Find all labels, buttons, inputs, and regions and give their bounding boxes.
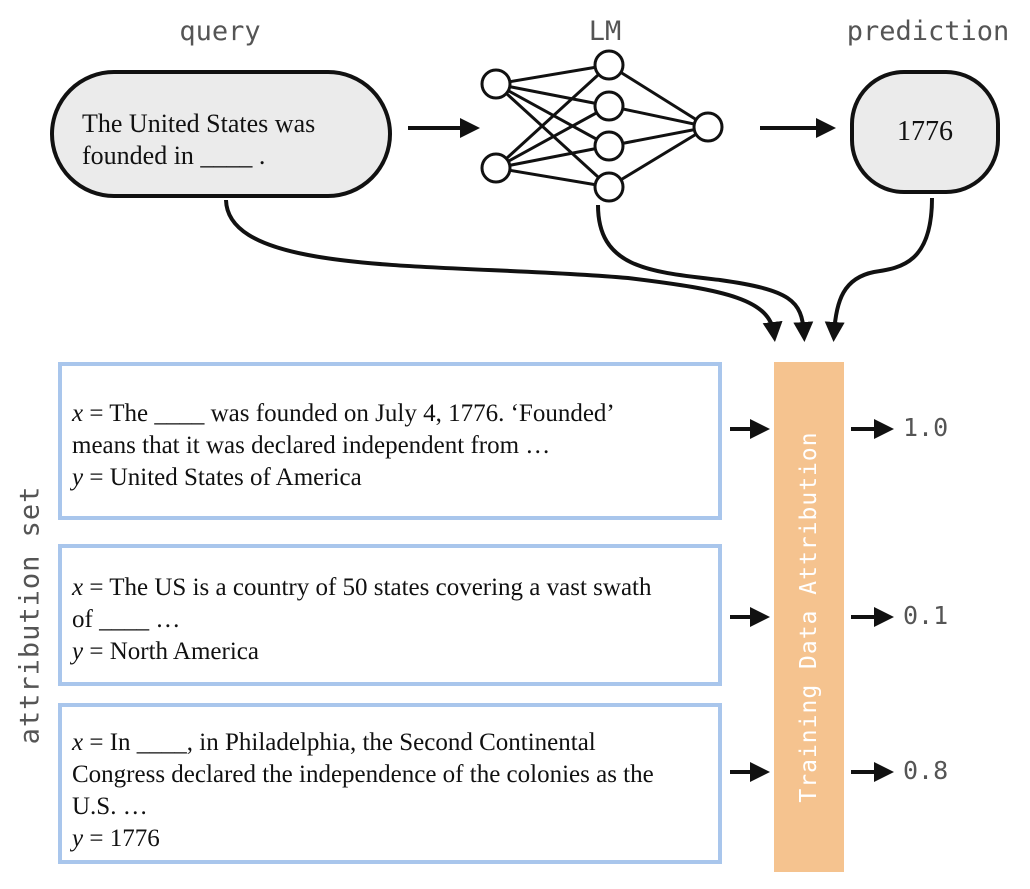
tda-label: Training Data Attribution: [796, 431, 822, 803]
lm-to-tda-arrow: [596, 204, 814, 342]
example-box-3: x = In ____, in Philadelphia, the Second…: [58, 703, 722, 864]
tda-bar: [774, 362, 844, 872]
score-1: 1.0: [903, 413, 949, 442]
example-3-y: y = 1776: [72, 825, 160, 852]
example-1-y: y = United States of America: [72, 464, 362, 491]
prediction-value: 1776: [897, 116, 953, 147]
example-2-x-line-2: of ____ …: [72, 606, 181, 633]
example-box-2: x = The US is a country of 50 states cov…: [58, 544, 722, 686]
prediction-label: prediction: [846, 16, 1010, 47]
example-box-1: x = The ____ was founded on July 4, 1776…: [58, 362, 722, 520]
query-label: query: [179, 16, 261, 47]
query-to-tda-arrow: [224, 199, 783, 342]
score-3: 0.8: [903, 756, 949, 785]
query-line-1: The United States was: [82, 109, 316, 138]
attribution-set-label: attribution set: [14, 485, 46, 745]
example-3-x-line-2: Congress declared the independence of th…: [72, 761, 654, 788]
example-1-x-line-1: x = The ____ was founded on July 4, 1776…: [72, 400, 615, 427]
lm-label: LM: [588, 16, 622, 47]
example-2-x-line-1: x = The US is a country of 50 states cov…: [72, 574, 652, 601]
query-line-2: founded in ____ .: [82, 141, 266, 170]
prediction-bubble: 1776: [850, 70, 1000, 194]
example-3-x-line-3: U.S. …: [72, 793, 148, 820]
example-3-x-line-1: x = In ____, in Philadelphia, the Second…: [72, 729, 596, 756]
query-bubble: The United States was founded in ____ .: [50, 70, 392, 198]
prediction-to-tda-arrow: [824, 197, 934, 342]
neural-network-icon: [480, 49, 724, 203]
example-1-x-line-2: means that it was declared independent f…: [72, 432, 551, 459]
score-2: 0.1: [903, 601, 949, 630]
example-2-y: y = North America: [72, 638, 259, 665]
